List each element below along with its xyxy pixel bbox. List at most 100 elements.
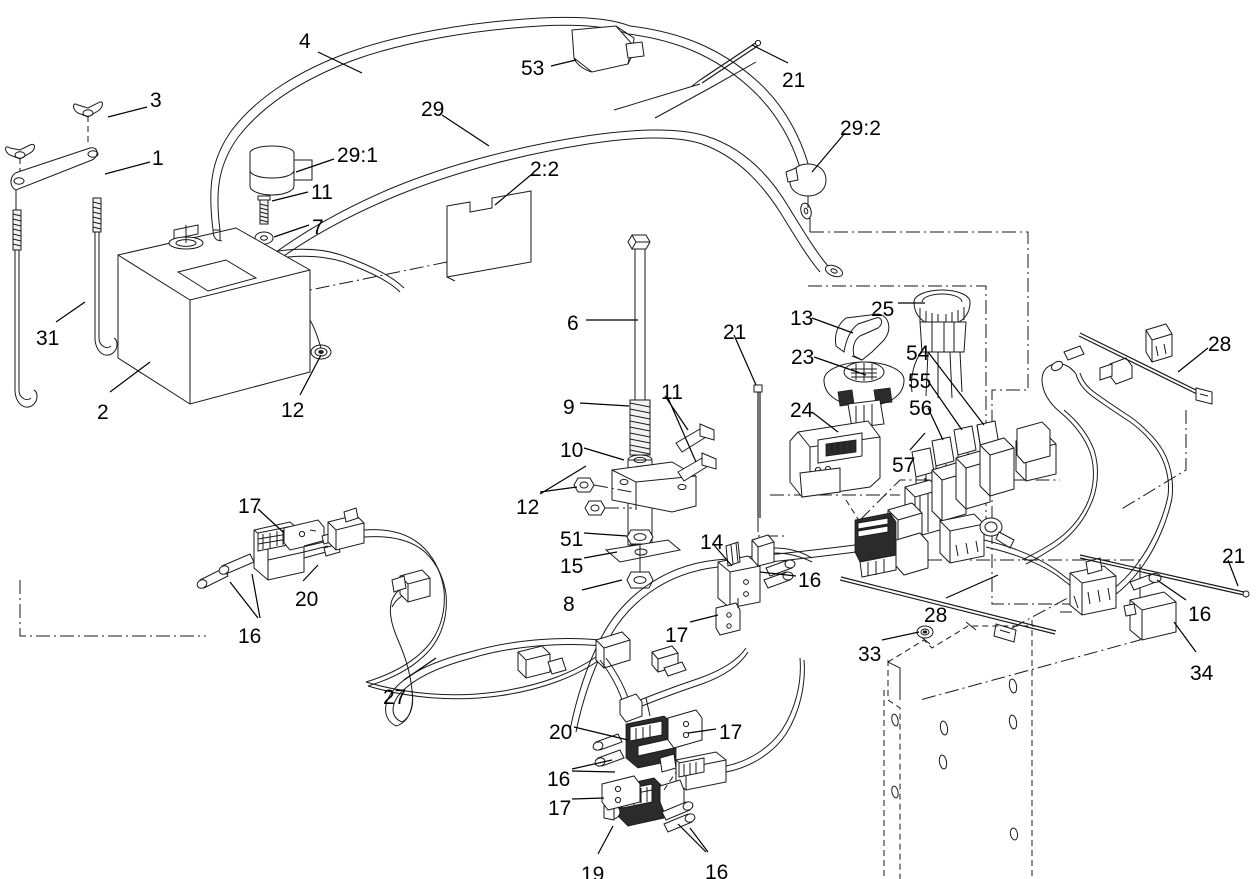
callout-label-12: 12 (281, 399, 305, 422)
callout-label-23: 23 (791, 346, 815, 369)
leader-line (229, 581, 259, 619)
callout-label-9: 9 (563, 396, 575, 419)
leader-line (109, 361, 151, 393)
rod-21-top (691, 39, 762, 87)
leader-line (257, 508, 284, 533)
cable-tie-right (1078, 332, 1213, 405)
connector-1060 (1016, 421, 1051, 464)
callout-label-33: 33 (858, 643, 882, 666)
hook-rods-assembly (5, 101, 118, 408)
leader-line (571, 770, 616, 773)
callout-label-20: 20 (295, 588, 319, 611)
callout-label-2: 2 (97, 401, 109, 424)
harness-connector-black (854, 512, 897, 578)
callout-label-16: 16 (547, 768, 571, 791)
callout-label-4: 4 (299, 30, 311, 53)
leader-line (579, 402, 630, 407)
callout-label-29: 29 (421, 98, 445, 121)
callout-label-17: 17 (548, 797, 572, 820)
bracket-14-group (715, 534, 813, 636)
callout-label-3: 3 (150, 89, 162, 112)
callout-label-10: 10 (560, 439, 584, 462)
relay-box-a (939, 513, 985, 564)
callout-label-15: 15 (560, 555, 584, 578)
leader-line (597, 825, 614, 855)
leader-line (299, 354, 322, 396)
right-lower-group (1060, 554, 1250, 641)
leader-line (583, 447, 625, 461)
rod-21-right (1079, 554, 1250, 598)
leader-line (713, 544, 733, 567)
callout-label-2-2: 2:2 (530, 158, 560, 181)
leader-line (271, 191, 309, 202)
callout-label-17: 17 (238, 495, 262, 518)
callout-label-17: 17 (665, 624, 689, 647)
callout-label-16: 16 (705, 861, 729, 879)
leader-line (927, 380, 963, 431)
rod-21-middle (753, 384, 786, 537)
callout-label-13: 13 (790, 307, 814, 330)
leader-line (1227, 559, 1239, 587)
callout-label-8: 8 (563, 593, 575, 616)
leader-line (909, 432, 926, 451)
leader-line (667, 397, 697, 463)
leader-line (1156, 579, 1187, 601)
callout-label-57: 57 (892, 454, 916, 477)
callout-label-21: 21 (1222, 545, 1246, 568)
inline-connector-27b (517, 645, 567, 679)
inline-connector-27c (595, 631, 631, 669)
callout-label-55: 55 (908, 370, 932, 393)
callout-label-34: 34 (1190, 662, 1214, 685)
hose-clamp-53 (571, 25, 645, 73)
callout-label-16: 16 (798, 569, 822, 592)
leader-line (811, 411, 839, 433)
callout-label-29-2: 29:2 (840, 117, 881, 140)
reservoir-tank-2 (117, 224, 311, 405)
callout-label-24: 24 (790, 399, 814, 422)
plate-2-2 (309, 190, 532, 291)
leader-line (571, 759, 613, 770)
callout-label-16: 16 (1188, 603, 1212, 626)
callout-label-6: 6 (567, 312, 579, 335)
callout-label-31: 31 (36, 327, 60, 350)
bolt-11-upper (675, 423, 715, 453)
leader-line (302, 564, 319, 582)
leader-line (881, 631, 920, 641)
callout-label-17: 17 (719, 721, 743, 744)
leader-line (107, 106, 148, 118)
wiring-harness-28 (385, 323, 1213, 733)
leader-line (759, 571, 797, 577)
bottom-connector-group (592, 657, 805, 833)
callout-label-53: 53 (521, 57, 545, 80)
leader-line (494, 173, 533, 206)
connector-block-group (887, 437, 1015, 576)
leader-line (687, 728, 717, 734)
callout-label-19: 19 (581, 863, 605, 879)
leader-line (55, 301, 86, 323)
leader-line (945, 574, 999, 599)
callout-label-1: 1 (152, 147, 164, 170)
leader-line (811, 317, 854, 334)
callout-label-16: 16 (238, 625, 262, 648)
hose-terminal-ends (800, 202, 844, 278)
mounting-plate (883, 620, 1036, 879)
callout-label-11: 11 (661, 381, 683, 404)
leader-line (811, 132, 846, 173)
leader-line (441, 114, 490, 147)
leader-line (539, 486, 578, 493)
leader-line (689, 614, 719, 623)
leader-line (251, 573, 261, 619)
leader-line (733, 334, 757, 386)
callout-label-7: 7 (312, 216, 324, 239)
callout-label-29-1: 29:1 (337, 144, 378, 167)
callout-label-27: 27 (383, 686, 407, 709)
leader-line (295, 158, 335, 173)
leader-line (403, 657, 437, 681)
leader-line (677, 823, 707, 853)
elbow-29-2 (785, 163, 827, 208)
leader-line (104, 161, 151, 175)
callout-label-20: 20 (549, 721, 573, 744)
left-harness-27 (196, 507, 749, 723)
